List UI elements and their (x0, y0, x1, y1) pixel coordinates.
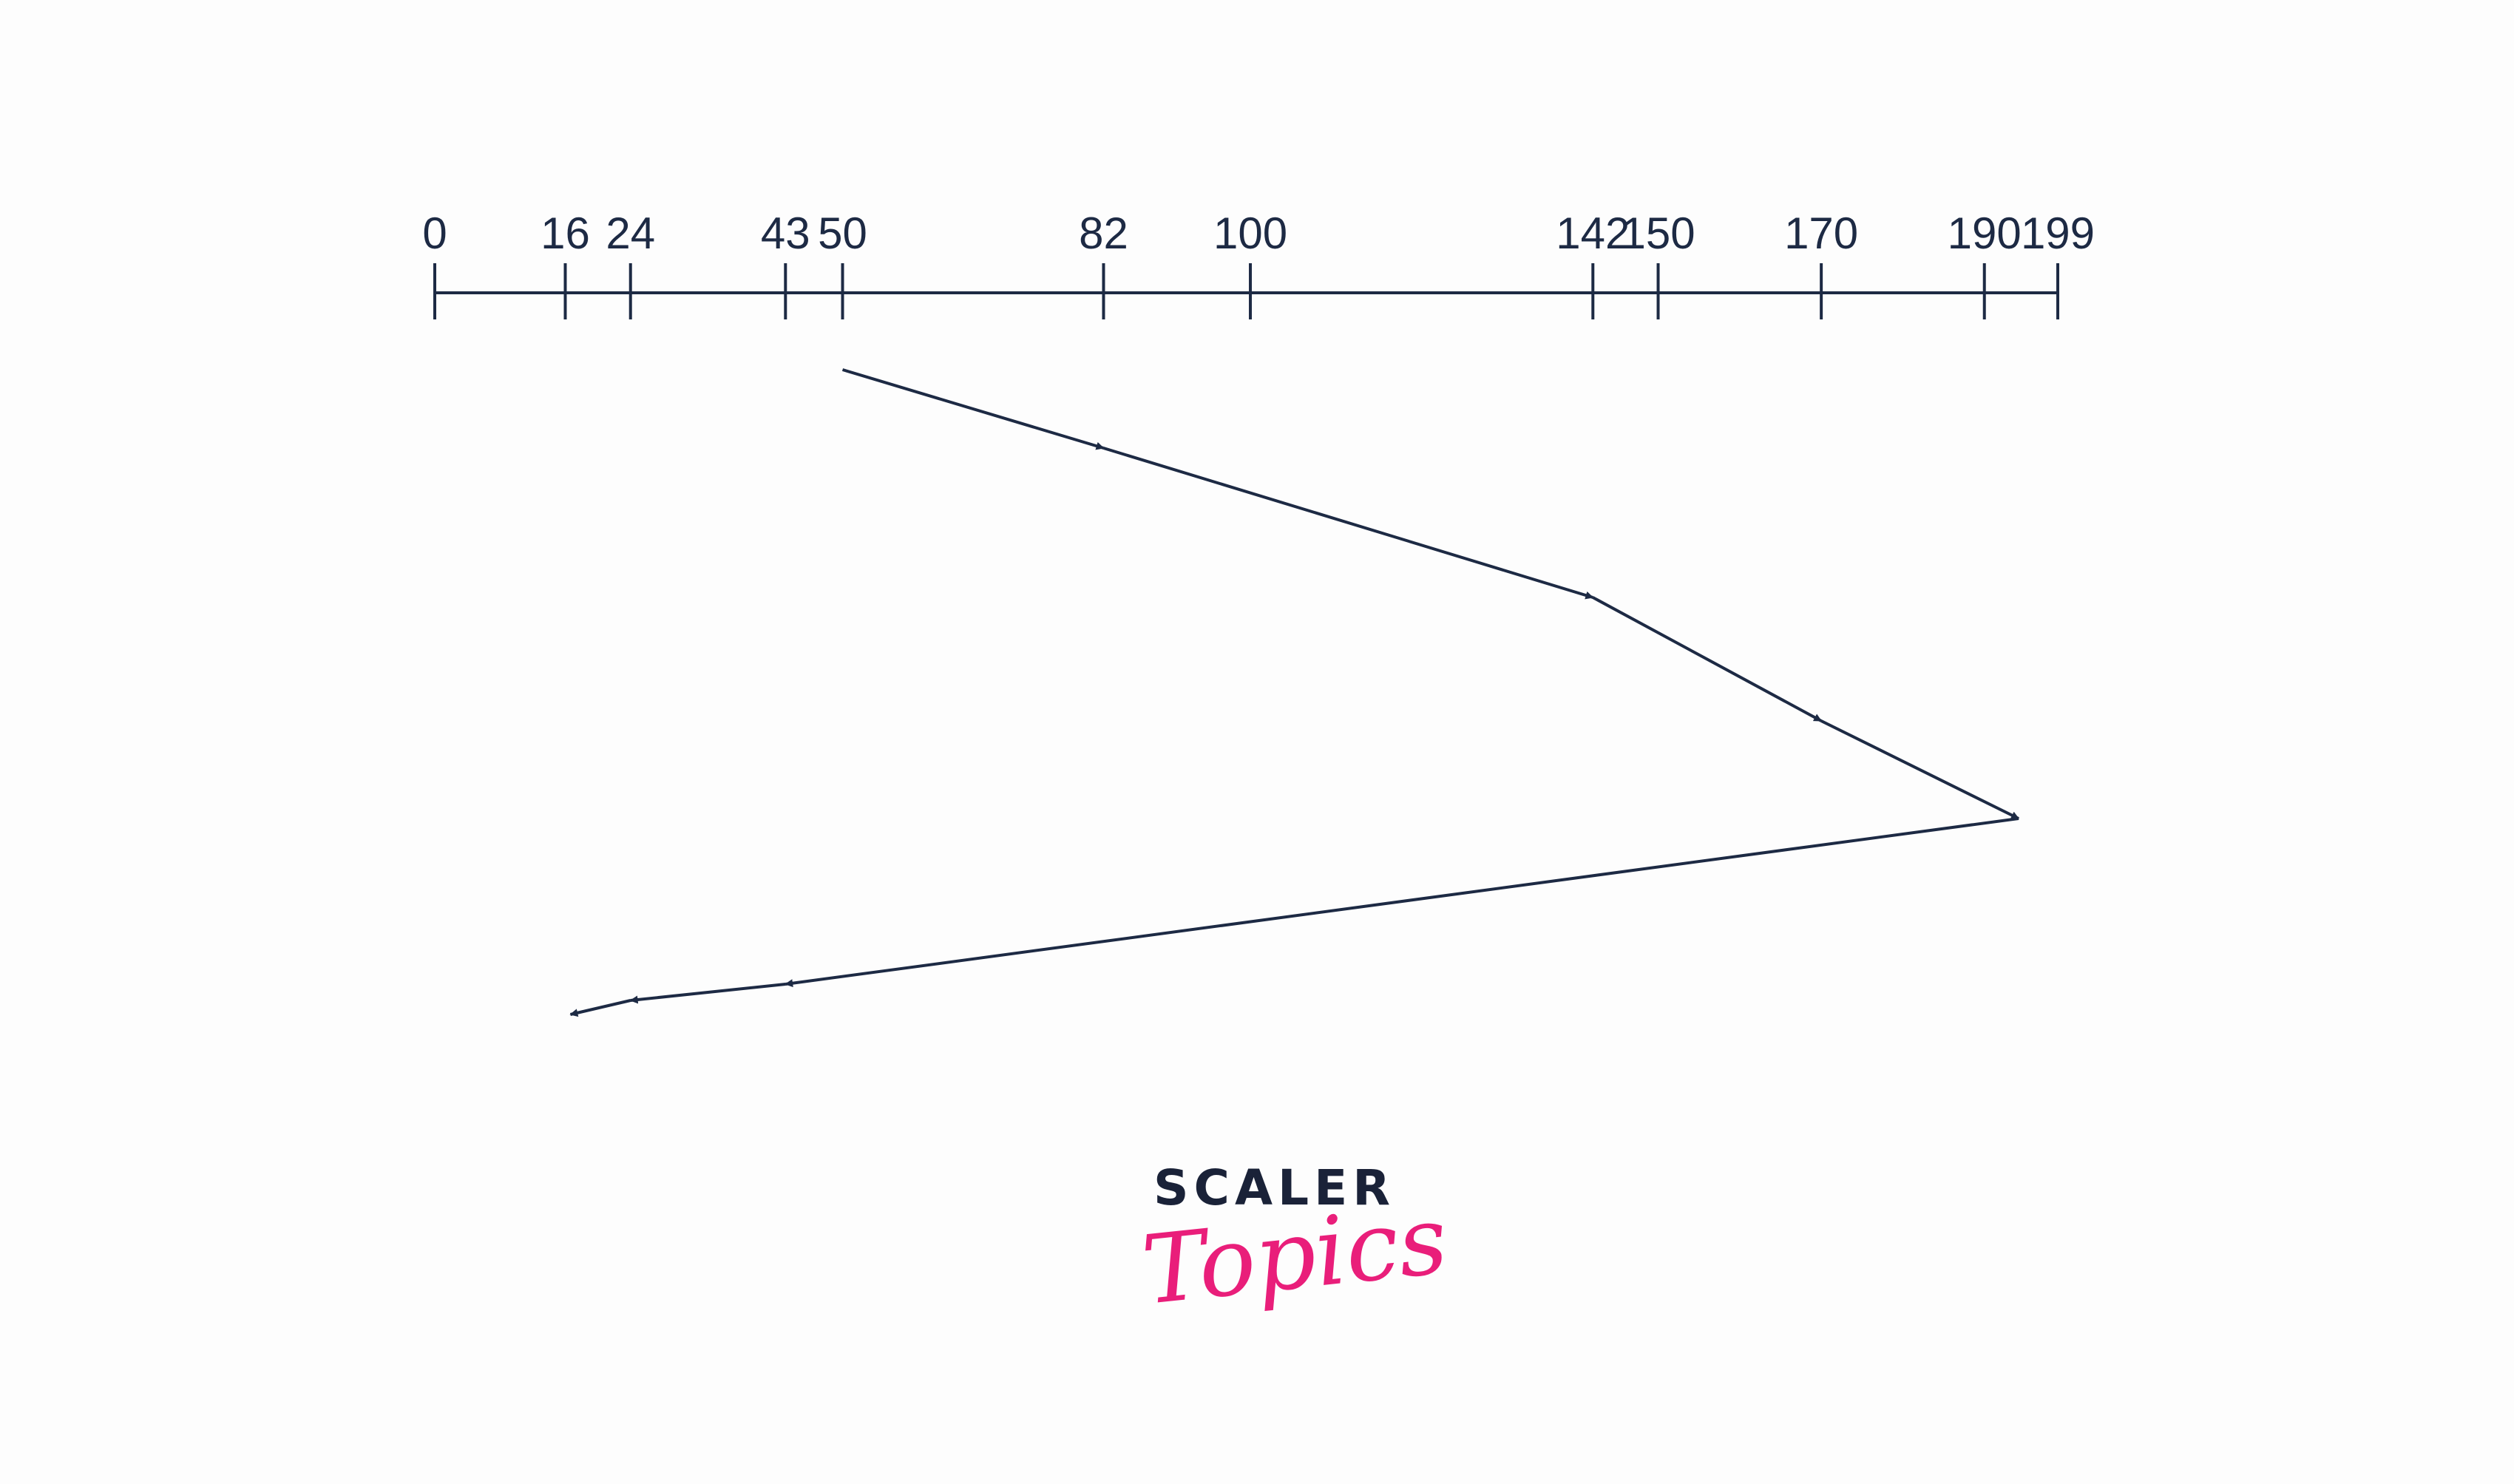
head-move-segment (1820, 719, 2019, 820)
head-move-segment (1102, 447, 1594, 600)
tick-label: 0 (422, 209, 447, 258)
tick-label: 50 (818, 209, 867, 258)
head-move-segment (629, 983, 786, 1004)
head-move-segment (1592, 596, 1823, 722)
tick-label: 150 (1621, 209, 1695, 258)
tick-label: 190 (1948, 209, 2022, 258)
tick-label: 100 (1213, 209, 1287, 258)
head-move-segment (841, 368, 1105, 450)
scaler-logo-word: SCALER (1153, 1159, 1396, 1216)
tick-label: 199 (2021, 209, 2095, 258)
tick-label: 142 (1556, 209, 1630, 258)
head-move-segment (785, 817, 2019, 988)
head-movement-path (569, 368, 2019, 1017)
tick-label: 16 (541, 209, 590, 258)
tick-label: 82 (1079, 209, 1128, 258)
head-move-segment (569, 999, 631, 1017)
tick-label: 43 (761, 209, 810, 258)
tick-label: 170 (1784, 209, 1858, 258)
tick-label: 24 (606, 209, 655, 258)
